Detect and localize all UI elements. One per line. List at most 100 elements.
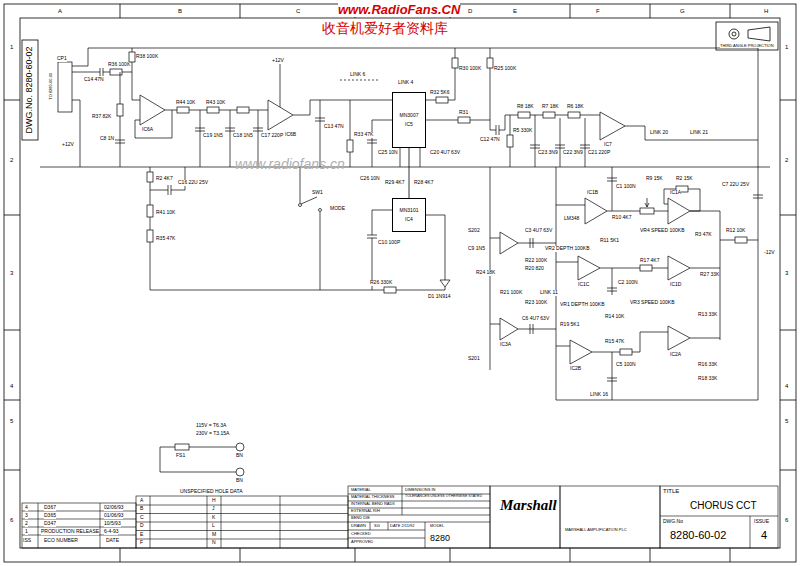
component-label: R26 330K [370,280,392,286]
component-label: 4 [761,529,767,541]
component-label: C17 220P [261,133,283,139]
schematic-wiring-part [400,148,420,167]
schematic-wiring-part [117,104,123,116]
component-label: 4 [10,383,13,390]
component-label: R44 10K [176,100,195,106]
schematic-wiring-part [668,256,690,280]
schematic-wiring-part [40,167,770,168]
schematic-wiring-part [556,167,668,211]
schematic-wiring-part [735,237,747,243]
component-label: DIMENSIONS IN [405,488,435,492]
component-label: C21 220P [588,150,610,156]
component-label: C10 100P [378,240,400,246]
component-label: LINK 16 [590,392,608,398]
drawing-frame [4,4,796,562]
drawing-frame-part [4,4,796,562]
component-label: D [468,8,472,15]
component-label: IC6A [142,127,153,133]
component-label: G [680,8,685,15]
component-label: LINK 6 [350,72,365,78]
component-label: R10 4K7 [612,215,631,221]
schematic-wiring-part [620,349,632,355]
schematic-wiring-part [578,256,600,280]
component-label: R7 18K [542,104,559,110]
title-block-part [660,486,778,548]
component-label: VR4 SPEED 100KB [640,228,684,234]
component-label: K [212,515,215,521]
component-label: R17 4K7 [640,258,659,264]
component-label: BEND DIE [351,516,370,520]
component-label: 5 [10,418,13,425]
component-label: C5 100N [616,362,636,368]
schematic-wiring-part [207,107,219,113]
component-label: R5 330K [513,128,532,134]
component-label: 10/5/93 [104,521,121,527]
component-label: R16 33K [698,362,717,368]
schematic-wiring-part [640,208,654,214]
component-label: 6-4-93 [104,529,118,535]
schematic-wiring-part [487,58,493,68]
component-label: D [140,523,144,529]
component-label: C7 22U 25V [722,182,749,188]
schematic-wiring-part [147,172,153,182]
component-label: DRAWN [351,524,366,528]
component-label: MATERIAL [351,488,371,492]
component-label: J [212,506,215,512]
schematic-wiring-part [147,230,153,242]
chip-box: MN3101IC4 [392,198,426,232]
component-label: BN [236,478,243,484]
title-block-part [136,496,348,548]
drawing-frame-part [20,18,780,548]
component-label: INTERNAL BEND RADII [351,502,395,506]
component-label: R33 47K [354,132,373,138]
component-label: TO 8280-60-00 [50,72,54,99]
component-label: 115V = T6.3A [196,423,226,429]
component-label: F [596,8,600,15]
component-label: C [296,8,300,15]
component-label: D367 [44,505,56,511]
component-label: BN [236,453,243,459]
component-label: LINK 4 [398,80,413,86]
schematic-wiring-part [115,72,125,167]
component-label: R11 5K1 [600,238,619,244]
component-label: IC1C [578,282,589,288]
component-label: MODE [330,206,345,212]
component-label: R43 10K [206,100,225,106]
component-label: 2 [10,157,13,164]
schematic-wiring-part [237,107,249,113]
schematic-wiring-part [600,112,625,140]
component-label: C25 10N [378,150,398,156]
component-label: MARSHALL AMPLIFICATION PLC [565,528,627,532]
component-label: 1 [785,44,788,51]
component-label: DWG.No. 8280-60-02 [25,46,35,133]
component-label: DATE 2/11/92 [390,524,415,528]
component-label: 4 [25,505,28,511]
component-label: IC2A [670,352,681,358]
component-label: 1 [10,44,13,51]
component-label: 2 [785,157,788,164]
component-label: +12V [272,58,284,64]
chip-box: MN3007IC5 [392,92,426,148]
component-label: R6 18K [567,104,584,110]
component-label: 02/06/93 [104,505,123,511]
component-label: C26 10N [360,176,380,182]
component-label: C23 3N9 [538,150,558,156]
title-block-part [22,503,136,548]
schematic-wiring-part [753,195,763,198]
schematic-wiring-part [668,198,690,224]
schematic-wiring-part [100,68,103,76]
schematic-wiring-part [300,167,320,290]
component-label: R23 100K [525,300,547,306]
schematic-wiring-part [556,332,668,400]
component-label: LINK 20 [650,130,668,136]
component-label: 1 [25,529,28,535]
component-label: R41 10K [156,210,175,216]
component-label: VR2 DEPTH 100KB [545,246,589,252]
chip-label: MN3101 [400,208,419,214]
component-label: 6 [785,517,788,524]
schematic-wiring-part [668,326,690,350]
component-label: R31 [459,110,468,116]
component-label: A [140,498,143,504]
drawing-frame-part [4,4,796,562]
schematic-wiring-part [556,262,668,295]
